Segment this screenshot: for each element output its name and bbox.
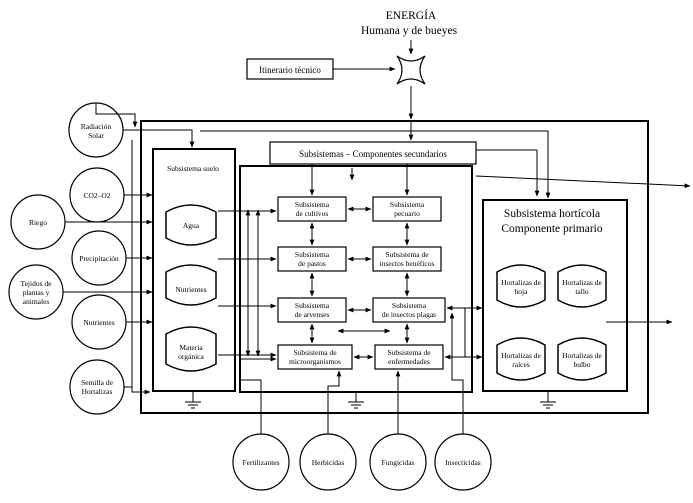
- tejidos-label-2: plantas y: [23, 288, 50, 297]
- tejidos-label-3: animales: [23, 297, 50, 306]
- pastos-label-2: de pastos: [298, 259, 326, 268]
- subsistema-pecuario: Subsistema pecuario: [372, 196, 442, 222]
- tallo-label-1: Hortalizas de: [562, 278, 602, 287]
- energy-star-icon: [396, 55, 426, 85]
- input-fungicidas: Fungicidas: [369, 433, 427, 491]
- ground-icon: [348, 392, 364, 409]
- plagas-label-2: de insectos plagas: [382, 310, 436, 319]
- enfermedades-label-2: enfermedades: [388, 357, 430, 366]
- energy-title: ENERGÍA: [386, 8, 437, 22]
- tallo-label-2: tallo: [575, 287, 589, 296]
- materia-label-2: orgánica: [178, 352, 204, 361]
- radiacion-label-1: Radiación: [81, 122, 112, 131]
- semilla-label-1: Semilla de: [81, 378, 114, 387]
- raices-label-1: Hortalizas de: [501, 351, 541, 360]
- micro-label-1: Subsistema de: [293, 348, 337, 357]
- horticola-title: Subsistema hortícola: [504, 208, 600, 220]
- subsistema-enfermedades: Subsistema de enfermedades: [374, 344, 444, 370]
- agua-label: Agua: [183, 221, 200, 230]
- suelo-agua: Agua: [165, 204, 217, 246]
- materia-label-1: Materia: [179, 343, 203, 352]
- hortalizas-raices: Hortalizas de raíces: [496, 337, 546, 381]
- hoja-label-2: hoja: [515, 287, 529, 296]
- input-riego: Riego: [10, 194, 66, 250]
- suelo-title: Subsistema suelo: [167, 164, 219, 173]
- input-nutrientes: Nutrientes: [71, 294, 127, 350]
- beneficos-label-2: insectos benéficos: [380, 259, 435, 268]
- cultivos-label-1: Subsistema: [295, 200, 330, 209]
- energy-source: ENERGÍA Humana y de bueyes: [361, 8, 458, 85]
- pecuario-label-2: pecuario: [394, 209, 420, 218]
- secundarios-title-box: Subsistemas – Componentes secundarios: [269, 141, 477, 165]
- plagas-label-1: Subsistema: [392, 301, 427, 310]
- bulbo-label-2: bulbo: [573, 360, 590, 369]
- input-fertilizantes: Fertilizantes: [232, 433, 290, 491]
- co2-label: CO2–O2: [83, 191, 110, 200]
- hoja-label-1: Hortalizas de: [501, 278, 541, 287]
- ground-icon: [540, 391, 556, 409]
- pastos-label-1: Subsistema: [295, 250, 330, 259]
- subsistema-microorganismos: Subsistema de microorganismos: [277, 344, 353, 370]
- subsistema-insectos-plagas: Subsistema de insectos plagas: [372, 297, 446, 323]
- itinerario-label: Itinerario técnico: [259, 65, 321, 75]
- micro-label-2: microorganismos: [289, 357, 341, 366]
- input-insecticidas: Insecticidas: [434, 433, 492, 491]
- input-semilla: Semilla de Hortalizas: [69, 359, 125, 415]
- insecticidas-label: Insecticidas: [445, 458, 480, 467]
- cultivos-label-2: de cultivos: [296, 209, 329, 218]
- enfermedades-label-1: Subsistema de: [387, 348, 431, 357]
- pecuario-label-1: Subsistema: [390, 200, 425, 209]
- input-co2-o2: CO2–O2: [69, 167, 125, 223]
- secundarios-title: Subsistemas – Componentes secundarios: [299, 149, 447, 159]
- arvenses-label-2: de arvenses: [295, 310, 330, 319]
- bulbo-label-1: Hortalizas de: [562, 351, 602, 360]
- raices-label-2: raíces: [512, 360, 530, 369]
- precipitacion-label: Precipitación: [79, 254, 119, 263]
- beneficos-label-1: Subsistema de: [385, 250, 429, 259]
- suelo-nutrientes-label: Nutrientes: [175, 285, 206, 294]
- subsistema-arvenses: Subsistema de arvenses: [277, 297, 347, 323]
- subsistema-cultivos: Subsistema de cultivos: [277, 196, 347, 222]
- input-precipitacion: Precipitación: [71, 230, 127, 286]
- energy-subtitle: Humana y de bueyes: [361, 25, 458, 37]
- ground-icon: [185, 391, 201, 409]
- input-herbicidas: Herbicidas: [299, 433, 357, 491]
- arvenses-label-1: Subsistema: [295, 301, 330, 310]
- tejidos-label-1: Tejidos de: [21, 279, 53, 288]
- riego-label: Riego: [29, 218, 47, 227]
- hortalizas-hoja: Hortalizas de hoja: [496, 264, 546, 308]
- input-tejidos: Tejidos de plantas y animales: [8, 264, 64, 320]
- suelo-nutrientes: Nutrientes: [165, 264, 217, 306]
- fertilizantes-label: Fertilizantes: [242, 458, 279, 467]
- semilla-label-2: Hortalizas: [82, 387, 113, 396]
- itinerario-tecnico-box: Itinerario técnico: [246, 58, 334, 80]
- hortalizas-bulbo: Hortalizas de bulbo: [557, 337, 607, 381]
- fungicidas-label: Fungicidas: [382, 458, 415, 467]
- radiacion-label-2: Solar: [88, 131, 104, 140]
- horticola-subtitle: Componente primario: [501, 223, 602, 235]
- subsistema-insectos-beneficos: Subsistema de insectos benéficos: [372, 246, 442, 272]
- nutrientes-input-label: Nutrientes: [83, 318, 114, 327]
- herbicidas-label: Herbicidas: [312, 458, 345, 467]
- subsistema-pastos: Subsistema de pastos: [277, 246, 347, 272]
- suelo-materia-organica: Materia orgánica: [165, 326, 217, 372]
- hortalizas-tallo: Hortalizas de tallo: [557, 264, 607, 308]
